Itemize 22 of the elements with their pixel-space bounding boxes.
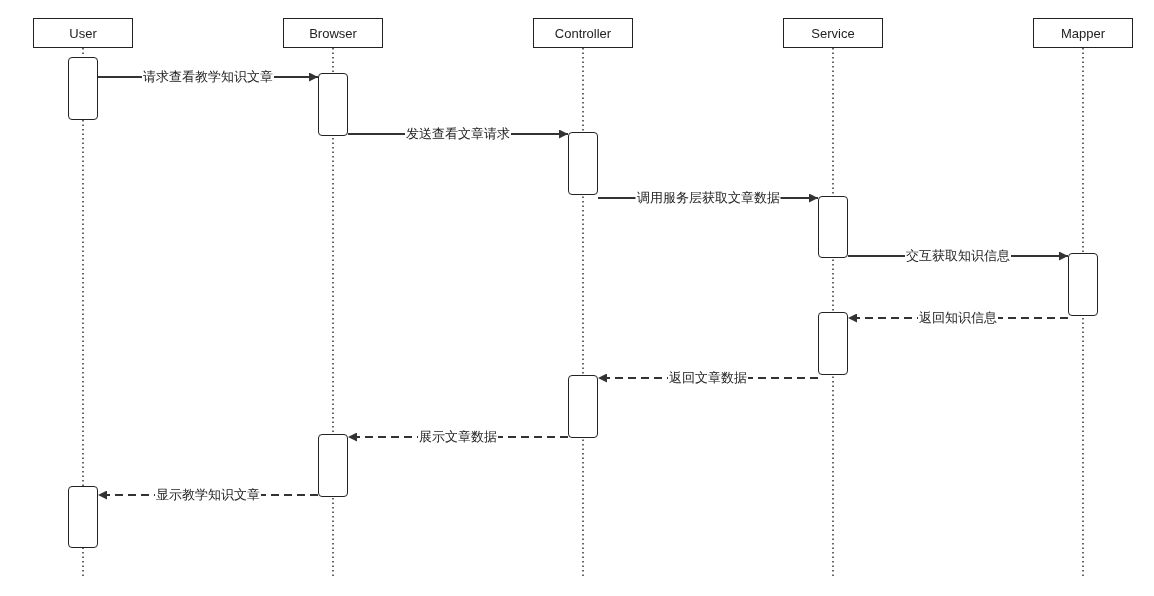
edge-label: 交互获取知识信息: [905, 248, 1011, 264]
activation-bar: [818, 312, 848, 375]
participant-box: Controller: [533, 18, 633, 48]
activation-bar: [318, 73, 348, 136]
edge-label: 调用服务层获取文章数据: [635, 190, 781, 206]
activation-bar: [68, 57, 98, 120]
participant-box: Service: [783, 18, 883, 48]
edge-label: 返回文章数据: [668, 370, 748, 386]
edge-label: 发送查看文章请求: [405, 126, 511, 142]
activation-bar: [1068, 253, 1098, 316]
edge-label: 请求查看教学知识文章: [142, 69, 274, 85]
edge-label: 显示教学知识文章: [155, 487, 261, 503]
edge-label: 展示文章数据: [418, 429, 498, 445]
participant-box: Browser: [283, 18, 383, 48]
activation-bar: [568, 132, 598, 195]
activation-bar: [568, 375, 598, 438]
activation-bar: [68, 486, 98, 548]
activation-bar: [318, 434, 348, 497]
edge-label: 返回知识信息: [918, 310, 998, 326]
participant-box: User: [33, 18, 133, 48]
activation-bar: [818, 196, 848, 258]
participant-box: Mapper: [1033, 18, 1133, 48]
